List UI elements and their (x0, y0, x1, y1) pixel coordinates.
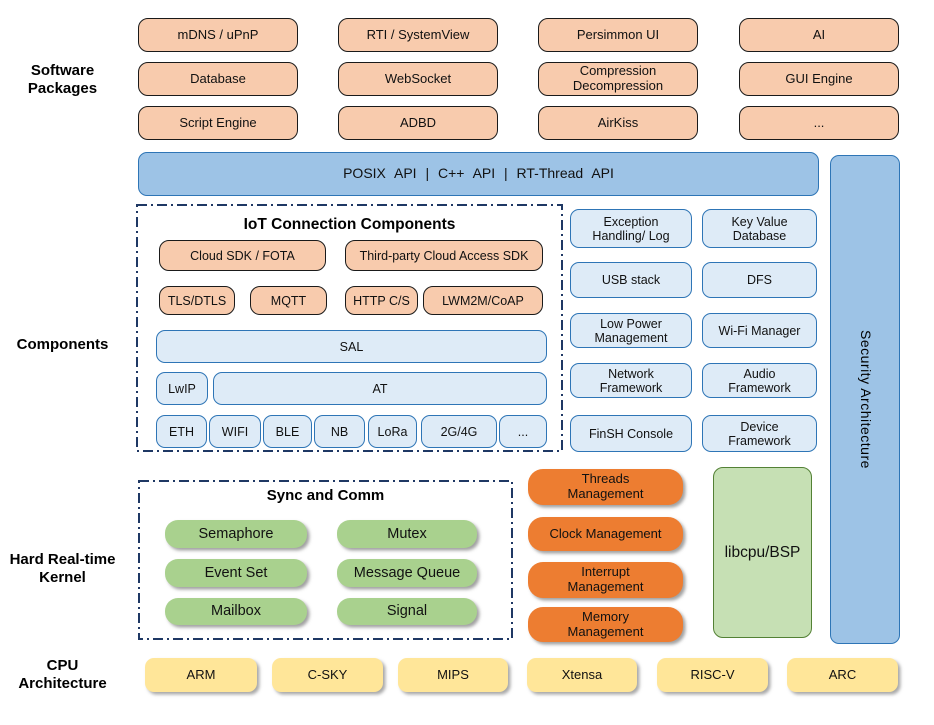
box-lwip: LwIP (156, 372, 208, 405)
pkg-more: ... (739, 106, 899, 140)
box-2g-4g: 2G/4G (421, 415, 497, 448)
security-architecture-label: Security Architecture (857, 330, 874, 469)
box-device-framework: Device Framework (702, 415, 817, 452)
box-message-queue: Message Queue (337, 559, 477, 587)
box-clock-management: Clock Management (528, 517, 683, 551)
box-arc: ARC (787, 658, 898, 692)
box-usb-stack: USB stack (570, 262, 692, 298)
box-signal: Signal (337, 598, 477, 625)
pkg-adbd: ADBD (338, 106, 498, 140)
box-eth: ETH (156, 415, 207, 448)
sync-comm-dashed-frame (138, 480, 513, 640)
pkg-script-engine: Script Engine (138, 106, 298, 140)
pkg-ai: AI (739, 18, 899, 52)
box-mqtt: MQTT (250, 286, 327, 315)
box-dfs: DFS (702, 262, 817, 298)
box-exception-handling-log: Exception Handling/ Log (570, 209, 692, 248)
box-third-party-cloud-access-sdk: Third-party Cloud Access SDK (345, 240, 543, 271)
label-hard-realtime-kernel: Hard Real-time Kernel (9, 551, 116, 586)
box-xtensa: Xtensa (527, 658, 637, 692)
box-libcpu-bsp: libcpu/BSP (713, 467, 812, 638)
pkg-gui-engine: GUI Engine (739, 62, 899, 96)
box-tls-dtls: TLS/DTLS (159, 286, 235, 315)
box-semaphore: Semaphore (165, 520, 307, 548)
label-cpu-architecture: CPU Architecture (18, 657, 107, 692)
label-components: Components (16, 336, 109, 353)
box-lora: LoRa (368, 415, 417, 448)
box-ble: BLE (263, 415, 312, 448)
box-interrupt-management: Interrupt Management (528, 562, 683, 598)
api-bar-label: POSIX API | C++ API | RT-Thread API (343, 165, 614, 182)
box-at: AT (213, 372, 547, 405)
label-software-packages: Software Packages (27, 62, 98, 97)
box-mutex: Mutex (337, 520, 477, 548)
box-arm: ARM (145, 658, 257, 692)
pkg-compression-decompression: Compression Decompression (538, 62, 698, 96)
iot-components-title: IoT Connection Components (243, 216, 456, 233)
box-risc-v: RISC-V (657, 658, 768, 692)
pkg-persimmon-ui: Persimmon UI (538, 18, 698, 52)
pkg-mdns-upnp: mDNS / uPnP (138, 18, 298, 52)
box-nb: NB (314, 415, 365, 448)
box-low-power-management: Low Power Management (570, 313, 692, 348)
box-key-value-database: Key Value Database (702, 209, 817, 248)
pkg-rti-systemview: RTI / SystemView (338, 18, 498, 52)
box-threads-management: Threads Management (528, 469, 683, 505)
box-wifi-manager: Wi-Fi Manager (702, 313, 817, 348)
pkg-airkiss: AirKiss (538, 106, 698, 140)
box-links-more: ... (499, 415, 547, 448)
box-event-set: Event Set (165, 559, 307, 587)
box-lwm2m-coap: LWM2M/CoAP (423, 286, 543, 315)
pkg-websocket: WebSocket (338, 62, 498, 96)
pkg-database: Database (138, 62, 298, 96)
box-memory-management: Memory Management (528, 607, 683, 642)
security-architecture-bar: Security Architecture (830, 155, 900, 644)
box-http-cs: HTTP C/S (345, 286, 418, 315)
box-network-framework: Network Framework (570, 363, 692, 398)
box-audio-framework: Audio Framework (702, 363, 817, 398)
sync-comm-title: Sync and Comm (266, 487, 385, 504)
iot-components-dashed-frame (136, 204, 563, 452)
box-cloud-sdk-fota: Cloud SDK / FOTA (159, 240, 326, 271)
box-wifi: WIFI (209, 415, 261, 448)
box-mips: MIPS (398, 658, 508, 692)
box-c-sky: C-SKY (272, 658, 383, 692)
box-sal: SAL (156, 330, 547, 363)
box-mailbox: Mailbox (165, 598, 307, 625)
box-finsh-console: FinSH Console (570, 415, 692, 452)
api-bar: POSIX API | C++ API | RT-Thread API (138, 152, 819, 196)
